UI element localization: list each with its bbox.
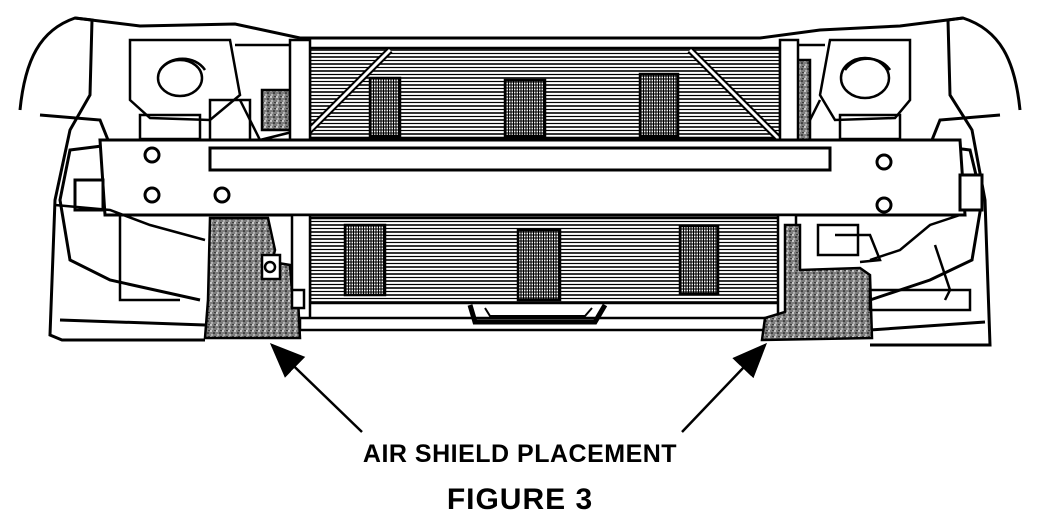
upper-radiator-core [288,38,800,147]
lower-radiator-core [290,213,802,332]
lower-left-bracket [54,203,206,302]
arrow-to-left-shield [269,342,363,433]
arrow-to-right-shield [681,342,768,433]
air-shield-left [203,216,306,340]
callout-arrows [269,342,768,433]
lower-right-bracket [868,213,972,312]
bumper-crossbeam [73,138,984,217]
right-headlamp-area [778,38,912,142]
left-headlamp-area [128,38,302,142]
callout-label: AIR SHIELD PLACEMENT [362,440,678,468]
figure-caption: FIGURE 3 [446,483,594,516]
